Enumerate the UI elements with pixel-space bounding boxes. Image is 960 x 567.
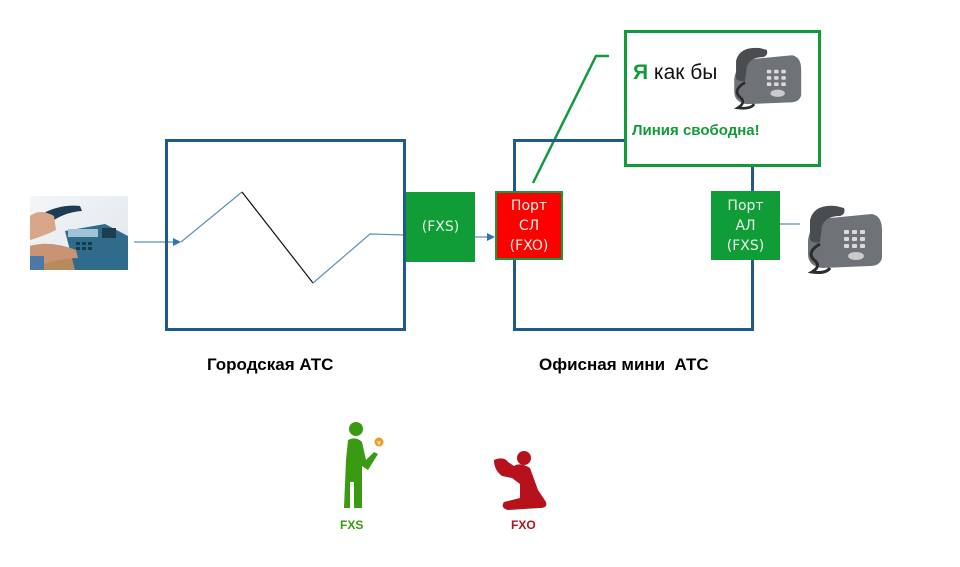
callout-phone-icon — [727, 41, 803, 113]
city-pbx-box — [165, 139, 406, 331]
callout-line-1: Я как бы — [633, 61, 717, 85]
city-fxs-port: (FXS) — [406, 192, 475, 262]
line-fxs-port: Порт АЛ (FXS) — [711, 191, 780, 260]
callout-ya: Я — [633, 61, 649, 84]
city-pbx-label: Городская АТС — [207, 355, 334, 374]
signal-zigzag-3 — [312, 233, 407, 284]
office-pbx-label: Офисная мини АТС — [539, 355, 709, 374]
signal-zigzag-1 — [180, 191, 243, 243]
desk-phone-icon — [800, 200, 884, 276]
caller-phone-photo-icon — [30, 196, 128, 270]
fxo-kneeling-figure-icon — [490, 450, 552, 516]
callout-text-1: как бы — [648, 61, 718, 84]
callout-text-2: Линия свободна! — [632, 122, 760, 139]
callout-line-free: Я как бы Линия свободна! — [624, 30, 821, 167]
svg-text:v: v — [377, 440, 381, 447]
fxo-label: FXO — [511, 518, 536, 532]
trunk-fxo-port: Порт СЛ (FXO) — [495, 191, 563, 260]
fxs-standing-figure-icon: v — [336, 420, 386, 512]
fxs-label: FXS — [340, 518, 364, 532]
signal-zigzag-2 — [241, 191, 314, 284]
